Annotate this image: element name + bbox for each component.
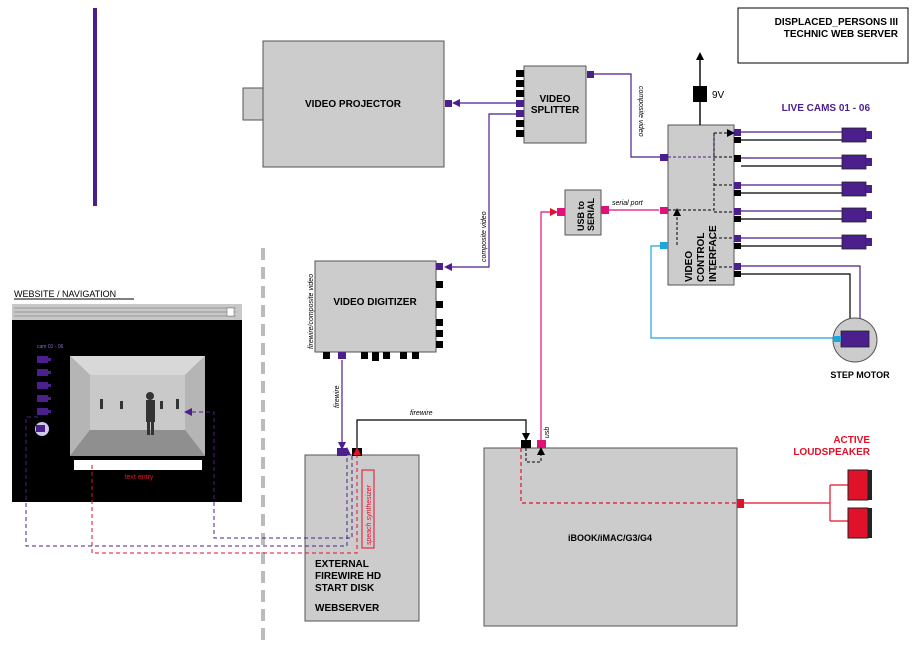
link-text-entry: [91, 447, 361, 554]
website-window: cam 01 - 06 text e: [12, 304, 242, 502]
link-splitter-vci: [594, 73, 660, 158]
splitter-label-2: SPLITTER: [531, 105, 580, 116]
link-ibook-usb-serial: [540, 208, 558, 440]
label-usb: usb: [544, 427, 551, 438]
label-composite-video-2: composite video: [481, 211, 488, 262]
label-firewire-composite: firewire/composite video: [308, 274, 315, 349]
title-line-2: TECHNIC WEB SERVER: [784, 29, 899, 40]
video-projector: VIDEO PROJECTOR: [242, 40, 452, 168]
live-cams: [741, 127, 872, 250]
cam-range-label: cam 01 - 06: [37, 344, 64, 350]
link-vci-motor-purple: [741, 265, 861, 330]
webserver-label-3: START DISK: [315, 583, 375, 594]
link-webserver-video: [184, 408, 353, 539]
video-frame: [70, 356, 205, 456]
title-box: DISPLACED_PERSONS III TECHNIC WEB SERVER: [737, 7, 909, 64]
website-heading: WEBSITE / NAVIGATION: [14, 289, 116, 299]
vci-label-2: CONTROL: [696, 233, 707, 282]
webserver-label-2: FIREWIRE HD: [315, 571, 381, 582]
text-entry-field[interactable]: [74, 460, 202, 470]
ibook-label: iBOOK/iMAC/G3/G4: [568, 533, 652, 543]
text-entry-label: text entry: [125, 474, 154, 481]
video-digitizer-label: VIDEO DIGITIZER: [333, 297, 417, 308]
loudspeaker-label-2: LOUDSPEAKER: [793, 447, 870, 458]
link-vci-motor-black: [741, 273, 851, 330]
vci-label-3: INTERFACE: [708, 225, 719, 282]
usb-to-serial: USB to SERIAL: [557, 189, 609, 236]
loudspeaker-label-1: ACTIVE: [833, 435, 870, 446]
label-firewire-2: firewire: [410, 410, 433, 417]
usb-serial-label-1: USB to: [576, 201, 586, 231]
link-ibook-audio: [520, 448, 736, 504]
projector-lens: [242, 87, 265, 121]
step-motor: STEP MOTOR: [830, 317, 890, 380]
video-digitizer: VIDEO DIGITIZER: [314, 260, 443, 361]
label-composite-video-1: composite video: [637, 86, 644, 137]
ibook-computer: iBOOK/iMAC/G3/G4: [483, 440, 744, 627]
link-webserver-ibook: [356, 419, 530, 448]
power-9v: 9V: [693, 52, 725, 125]
webserver-label-4: WEBSERVER: [315, 603, 380, 614]
active-loudspeaker: ACTIVE LOUDSPEAKER: [793, 435, 872, 539]
usb-serial-label-2: SERIAL: [586, 197, 596, 231]
decor-bar: [93, 8, 97, 206]
step-motor-label: STEP MOTOR: [830, 370, 890, 380]
vci-label-1: VIDEO: [684, 251, 695, 282]
video-projector-label: VIDEO PROJECTOR: [305, 99, 402, 110]
webserver: EXTERNAL FIREWIRE HD START DISK WEBSERVE…: [304, 448, 420, 622]
link-website-cams: [25, 416, 351, 547]
link-vci-motor-cyan: [650, 245, 833, 339]
projector-port: [445, 100, 452, 107]
cam-buttons[interactable]: [37, 356, 51, 415]
label-firewire-1: firewire: [334, 385, 341, 408]
webserver-label-1: EXTERNAL: [315, 559, 369, 570]
live-cams-label: LIVE CAMS 01 - 06: [782, 103, 871, 114]
video-control-interface: VIDEO CONTROL INTERFACE: [660, 124, 741, 286]
video-splitter: VIDEO SPLITTER: [516, 65, 594, 144]
label-speach-synthesizer: speach synthesizer: [366, 484, 373, 545]
title-line-1: DISPLACED_PERSONS III: [775, 17, 899, 28]
label-serial-port: serial port: [612, 200, 644, 207]
power-label: 9V: [712, 90, 725, 101]
link-splitter-digitizer: [444, 113, 516, 271]
splitter-label-1: VIDEO: [539, 94, 570, 105]
